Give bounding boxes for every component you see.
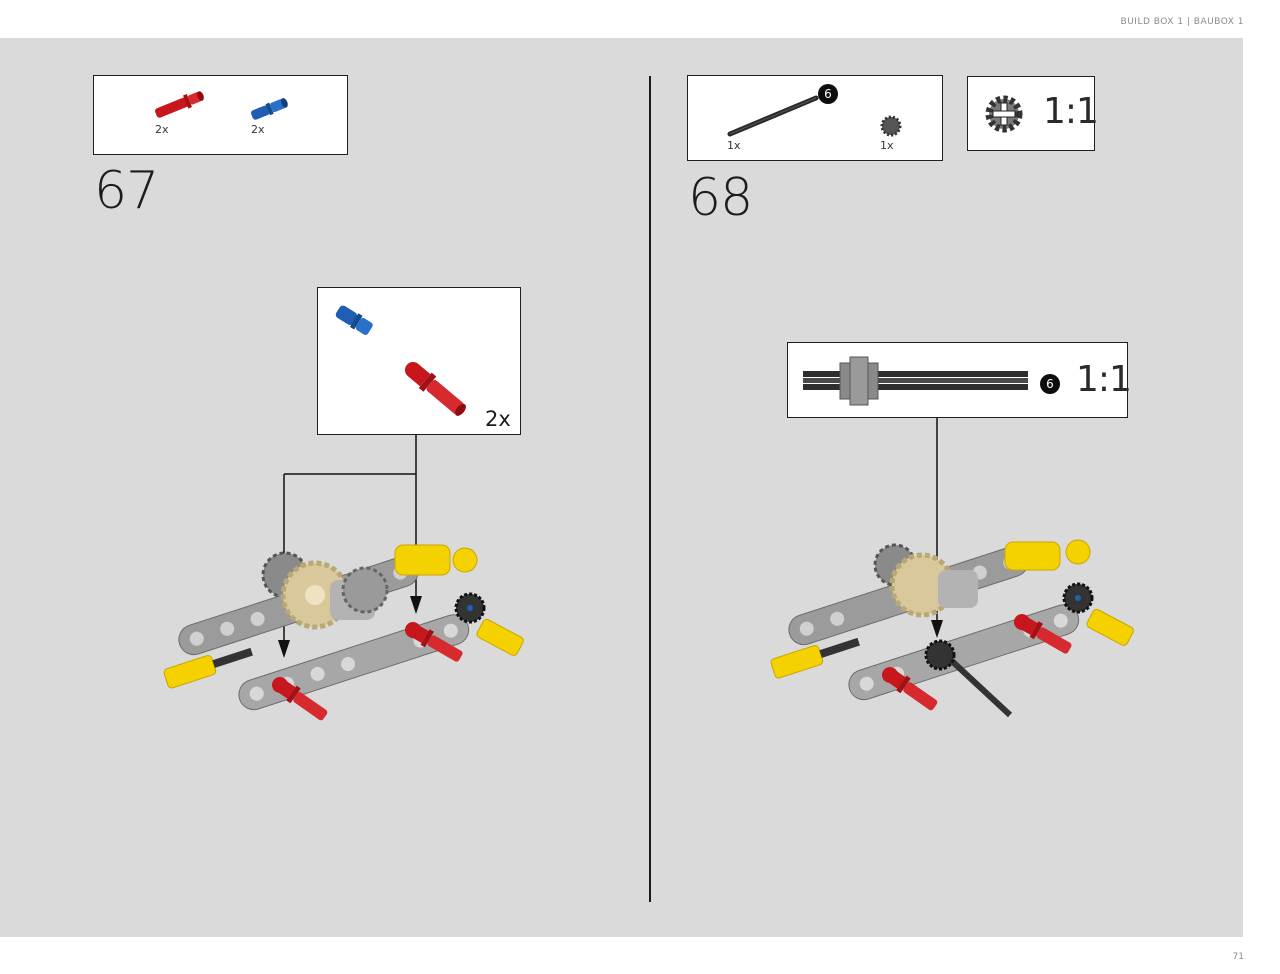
part-qty: 2x	[155, 123, 169, 136]
part-qty: 1x	[727, 139, 741, 152]
length-badge: 6	[818, 84, 838, 104]
black-axle-icon	[803, 371, 1028, 390]
header-title: BUILD BOX 1 | BAUBOX 1	[1120, 17, 1244, 27]
scale-gear-box: 1:1	[967, 76, 1099, 151]
subassembly-qty: 2x	[485, 407, 511, 431]
step-67-parts-box: 2x 2x	[93, 75, 348, 155]
blue-pin-icon	[335, 305, 410, 365]
gear-icon	[880, 115, 902, 137]
step-67-subassembly-box: 2x	[317, 287, 521, 435]
instruction-page	[0, 38, 1243, 937]
red-pin-icon	[405, 362, 466, 416]
step-68-subassembly-box: 6 1:1	[787, 342, 1132, 418]
scale-label: 1:1	[1076, 359, 1132, 400]
blue-pin-icon	[251, 98, 288, 120]
model-illustration	[770, 539, 1134, 718]
model-illustration	[163, 544, 524, 721]
part-qty: 1x	[880, 139, 894, 152]
gear-icon	[985, 95, 1023, 133]
scale-label: 1:1	[1043, 91, 1099, 132]
step-number: 68	[688, 168, 753, 228]
red-pin-icon	[155, 91, 204, 118]
gear-icon	[839, 356, 879, 406]
step-divider	[649, 76, 651, 902]
black-axle-icon	[727, 95, 819, 137]
step-68-parts-box: 6 1x 1x	[687, 75, 943, 161]
part-qty: 2x	[251, 123, 265, 136]
page-number: 71	[1232, 952, 1244, 962]
length-badge: 6	[1040, 374, 1060, 394]
step-number: 67	[94, 161, 159, 221]
